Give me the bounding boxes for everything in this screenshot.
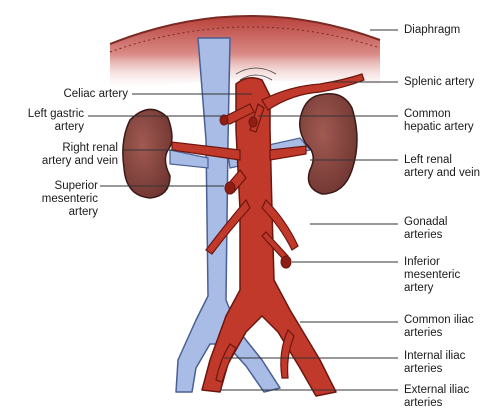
label-right-renal-artery-vein: Right renal artery and vein: [41, 142, 118, 167]
internal-iliac-arteries: [215, 328, 295, 383]
label-celiac-artery: Celiac artery: [63, 88, 128, 100]
label-common-hepatic-artery: Common hepatic artery: [404, 108, 474, 133]
right-kidney: [122, 108, 173, 199]
celiac-marks: [235, 67, 277, 81]
gonadal-arteries: [205, 198, 299, 255]
label-left-gastric-artery: Left gastric artery: [27, 108, 84, 133]
label-common-iliac-arteries: Common iliac arteries: [404, 314, 474, 339]
label-diaphragm: Diaphragm: [404, 24, 461, 36]
label-gonadal-arteries: Gonadal arteries: [404, 216, 448, 241]
label-superior-mesenteric-artery: Superior mesenteric artery: [41, 180, 98, 218]
superior-mesenteric-artery: [224, 169, 247, 195]
label-internal-iliac-arteries: Internal iliac arteries: [404, 350, 466, 375]
left-kidney: [299, 93, 358, 195]
label-inferior-mesenteric-artery: Inferior mesenteric artery: [404, 256, 461, 294]
inferior-mesenteric-artery: [261, 231, 292, 269]
label-splenic-artery: Splenic artery: [404, 76, 475, 88]
diaphragm: [109, 14, 381, 92]
celiac-branches: [219, 73, 365, 133]
label-left-renal-artery-vein: Left renal artery and vein: [404, 154, 481, 179]
leader-lines: [88, 29, 398, 391]
label-external-iliac-arteries: External iliac arteries: [404, 384, 470, 409]
